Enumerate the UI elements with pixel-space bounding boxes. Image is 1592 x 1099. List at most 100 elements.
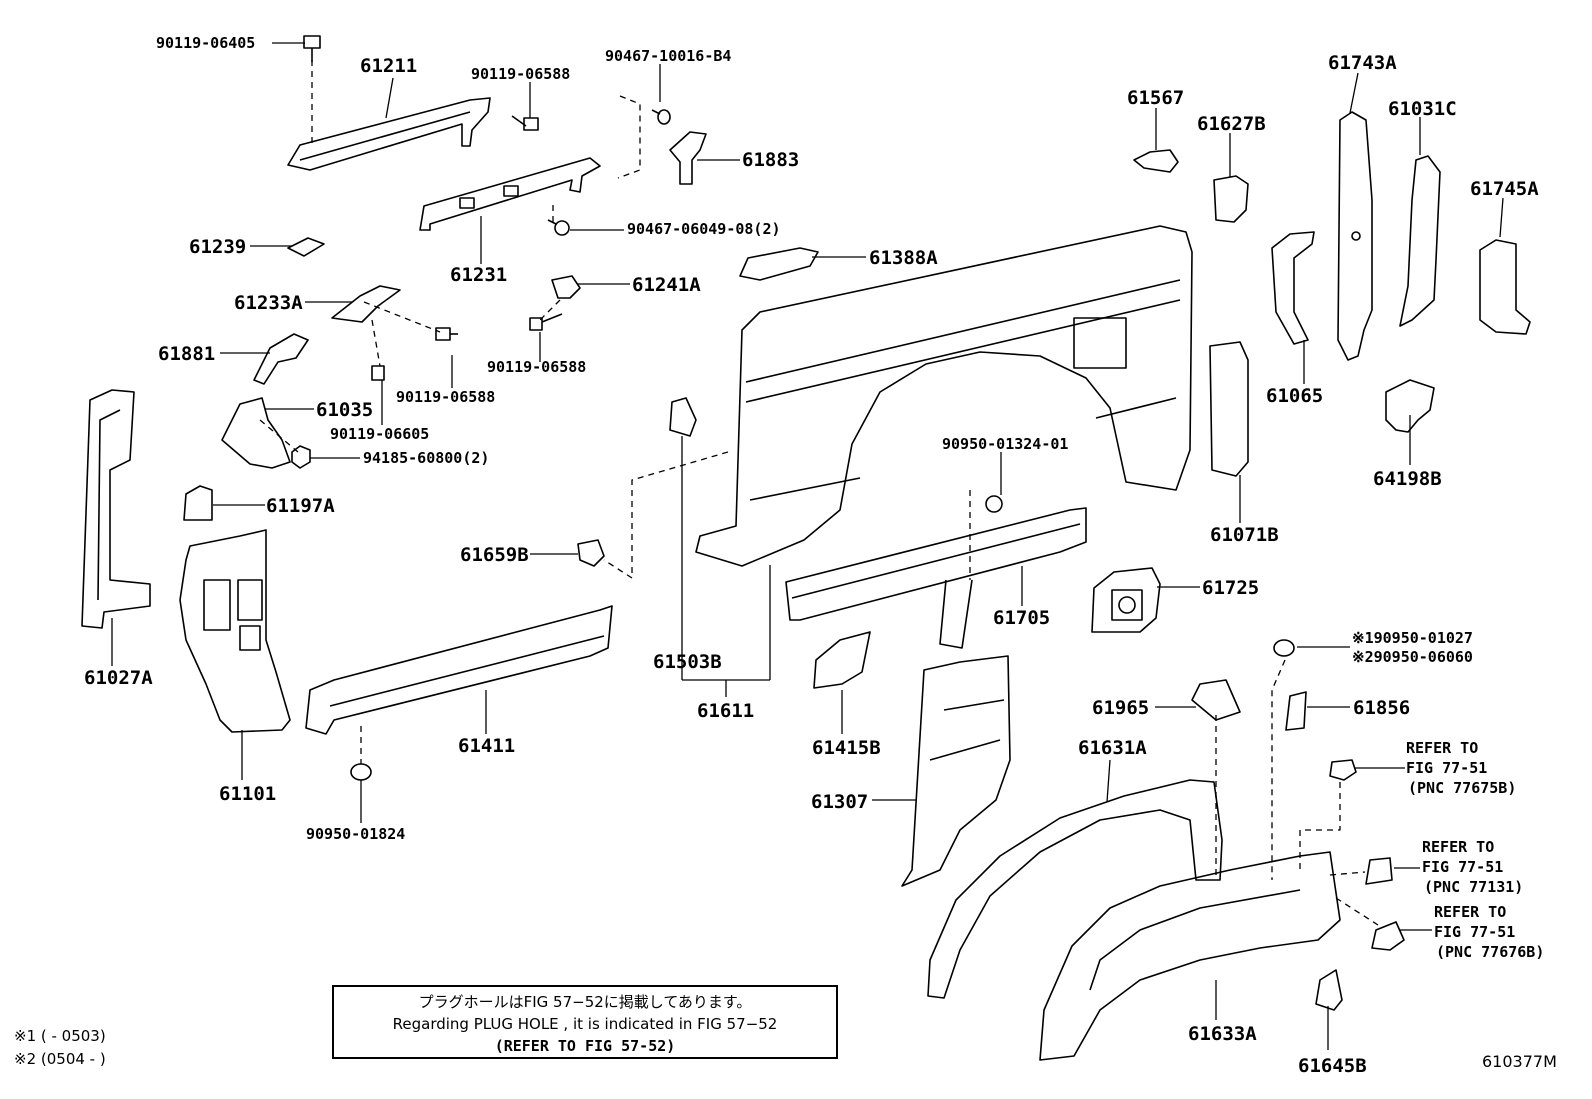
label-61705: 61705 bbox=[993, 607, 1051, 629]
part-61197A bbox=[183, 485, 213, 521]
label-64198B: 64198B bbox=[1373, 468, 1442, 490]
ref2-line3: (PNC 77131) bbox=[1424, 878, 1524, 896]
label-61627B: 61627B bbox=[1197, 113, 1266, 135]
part-61233A bbox=[331, 285, 401, 323]
part-61027A bbox=[81, 389, 151, 629]
label-90950-06060: ※290950-06060 bbox=[1352, 648, 1473, 666]
label-61659B: 61659B bbox=[460, 544, 529, 566]
label-61567: 61567 bbox=[1127, 87, 1185, 109]
label-61031C: 61031C bbox=[1388, 98, 1457, 120]
label-90467-06049-08: 90467-06049-08(2) bbox=[627, 220, 781, 238]
label-61065: 61065 bbox=[1266, 385, 1324, 407]
label-61307: 61307 bbox=[811, 791, 869, 813]
plug-icon bbox=[985, 495, 1003, 513]
part-61101 bbox=[179, 529, 291, 733]
plug-icon bbox=[1273, 639, 1295, 657]
label-61101: 61101 bbox=[219, 783, 277, 805]
clip-icon bbox=[547, 219, 570, 236]
label-90950-01824: 90950-01824 bbox=[306, 825, 406, 843]
label-61233A: 61233A bbox=[234, 292, 303, 314]
figure-id: 610377M bbox=[1482, 1052, 1557, 1071]
ref1-line3: (PNC 77675B) bbox=[1408, 779, 1517, 797]
bolt-icon bbox=[371, 365, 385, 381]
part-61065 bbox=[1271, 231, 1315, 345]
ref-clip-77131 bbox=[1365, 857, 1393, 885]
label-61411: 61411 bbox=[458, 735, 516, 757]
part-61503B bbox=[669, 397, 697, 437]
label-61633A: 61633A bbox=[1188, 1023, 1257, 1045]
ref-clip-77676B bbox=[1371, 921, 1405, 951]
label-90119-06588-mid: 90119-06588 bbox=[487, 358, 587, 376]
part-61031C bbox=[1399, 155, 1441, 327]
ref1-line1: REFER TO bbox=[1406, 739, 1479, 757]
part-61388A bbox=[739, 247, 819, 281]
part-61415B bbox=[813, 631, 871, 689]
ref3-line2: FIG 77-51 bbox=[1434, 923, 1516, 941]
part-61567 bbox=[1133, 149, 1179, 173]
footnote-2: ※2 (0504 - ) bbox=[14, 1050, 106, 1068]
part-61745A bbox=[1479, 239, 1531, 335]
label-90467-10016-B4: 90467-10016-B4 bbox=[605, 47, 732, 65]
label-61415B: 61415B bbox=[812, 737, 881, 759]
label-61071B: 61071B bbox=[1210, 524, 1279, 546]
label-61211: 61211 bbox=[360, 55, 418, 77]
part-61611 bbox=[695, 225, 1193, 567]
ref2-line2: FIG 77-51 bbox=[1422, 858, 1504, 876]
nut-icon bbox=[291, 445, 311, 469]
part-61883 bbox=[669, 131, 707, 185]
label-90119-06588-top: 90119-06588 bbox=[471, 65, 571, 83]
note-english: Regarding PLUG HOLE , it is indicated in… bbox=[392, 1015, 778, 1033]
footnote-1: ※1 ( - 0503) bbox=[14, 1027, 106, 1045]
part-61231 bbox=[419, 157, 601, 231]
label-61881: 61881 bbox=[158, 343, 216, 365]
label-61503B: 61503B bbox=[653, 651, 722, 673]
part-61965 bbox=[1191, 679, 1241, 721]
ref2-line1: REFER TO bbox=[1422, 838, 1495, 856]
label-61631A: 61631A bbox=[1078, 737, 1147, 759]
label-90119-06588-low: 90119-06588 bbox=[396, 388, 496, 406]
plug-icon bbox=[350, 763, 372, 781]
part-61743A bbox=[1337, 111, 1373, 361]
label-90950-01324-01: 90950-01324-01 bbox=[942, 435, 1069, 453]
ref-clip-77675B bbox=[1329, 759, 1357, 781]
label-61197A: 61197A bbox=[266, 495, 335, 517]
part-61241A bbox=[551, 275, 581, 299]
part-shapes bbox=[81, 35, 1531, 1061]
part-61239 bbox=[287, 237, 325, 257]
label-61035: 61035 bbox=[316, 399, 374, 421]
label-90119-06605: 90119-06605 bbox=[330, 425, 430, 443]
part-61881 bbox=[253, 333, 309, 385]
note-japanese: プラグホールはFIG 57−52に掲載してあります。 bbox=[418, 993, 752, 1011]
bolt-icon bbox=[511, 115, 539, 131]
label-61027A: 61027A bbox=[84, 667, 153, 689]
ref3-line3: (PNC 77676B) bbox=[1436, 943, 1545, 961]
label-61725: 61725 bbox=[1202, 577, 1260, 599]
part-61631A bbox=[927, 779, 1223, 999]
label-61965: 61965 bbox=[1092, 697, 1150, 719]
label-61611: 61611 bbox=[697, 700, 755, 722]
part-61411 bbox=[305, 605, 613, 735]
label-61743A: 61743A bbox=[1328, 52, 1397, 74]
part-61659B bbox=[577, 539, 605, 567]
ref1-line2: FIG 77-51 bbox=[1406, 759, 1488, 777]
label-61883: 61883 bbox=[742, 149, 800, 171]
label-90119-06405: 90119-06405 bbox=[156, 34, 256, 52]
part-61035 bbox=[221, 397, 291, 469]
part-61856 bbox=[1285, 691, 1307, 731]
part-61705 bbox=[785, 507, 1087, 621]
label-61239: 61239 bbox=[189, 236, 247, 258]
part-61633A bbox=[1039, 851, 1341, 1061]
plug-hole-note: プラグホールはFIG 57−52に掲載してあります。 Regarding PLU… bbox=[332, 985, 838, 1059]
part-61211 bbox=[287, 97, 491, 171]
part-64198B bbox=[1385, 379, 1435, 433]
bolt-icon bbox=[303, 35, 321, 62]
label-61241A: 61241A bbox=[632, 274, 701, 296]
part-61071B bbox=[1209, 341, 1249, 477]
part-61645B bbox=[1315, 969, 1343, 1011]
ref3-line1: REFER TO bbox=[1434, 903, 1507, 921]
bolt-icon bbox=[529, 313, 563, 331]
part-61725 bbox=[1091, 567, 1161, 633]
label-90950-01027: ※190950-01027 bbox=[1352, 629, 1473, 647]
label-61231: 61231 bbox=[450, 264, 508, 286]
